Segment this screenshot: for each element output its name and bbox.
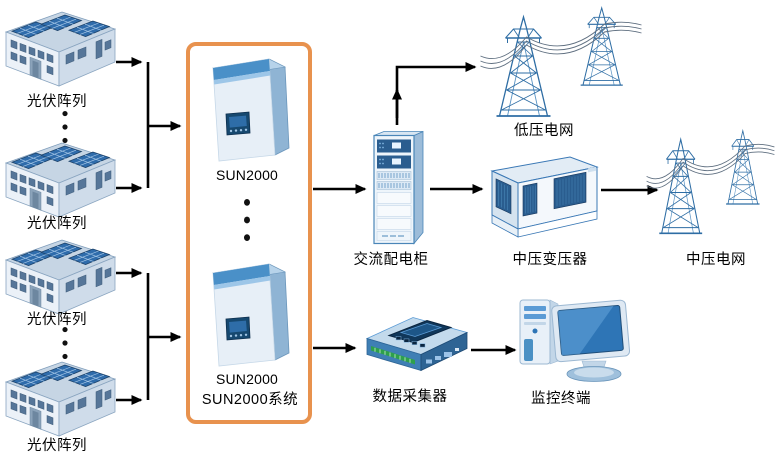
monitor-terminal-label: 监控终端 bbox=[531, 391, 591, 407]
monitor-terminal-icon bbox=[519, 299, 631, 382]
pv-array-4-label: 光伏阵列 bbox=[27, 438, 87, 454]
pv-array-3-label: 光伏阵列 bbox=[27, 312, 87, 328]
ellipsis-dots-inverters bbox=[244, 199, 250, 241]
pv-array-1-icon bbox=[3, 6, 118, 92]
inverter-1-icon bbox=[212, 58, 290, 162]
inverter-2-icon bbox=[212, 263, 290, 367]
pv-array-2-label: 光伏阵列 bbox=[27, 216, 87, 232]
sun2000-system-box bbox=[186, 42, 312, 424]
lv-grid-label: 低压电网 bbox=[514, 123, 574, 139]
mv-transformer-label: 中压变压器 bbox=[512, 252, 588, 268]
ac-cabinet-icon bbox=[373, 130, 424, 245]
ac-cabinet-label: 交流配电柜 bbox=[353, 252, 429, 268]
pv-array-1-label: 光伏阵列 bbox=[27, 94, 87, 110]
sun2000-system-label: SUN2000系统 bbox=[201, 392, 299, 408]
mv-transformer-icon bbox=[491, 156, 598, 238]
mv-grid-icon bbox=[645, 127, 776, 239]
data-logger-label: 数据采集器 bbox=[372, 389, 448, 405]
pv-array-3-icon bbox=[3, 234, 118, 320]
inverter-1-label: SUN2000 bbox=[215, 167, 279, 183]
lv-grid-icon bbox=[478, 4, 644, 122]
pv-array-4-icon bbox=[3, 356, 118, 442]
data-logger-icon bbox=[366, 317, 468, 371]
ellipsis-dots-pv-bottom bbox=[62, 327, 68, 359]
pv-array-2-icon bbox=[3, 137, 118, 223]
mv-grid-label: 中压电网 bbox=[686, 252, 746, 268]
inverter-2-label: SUN2000 bbox=[215, 371, 279, 387]
ellipsis-dots-pv-top bbox=[62, 111, 68, 143]
